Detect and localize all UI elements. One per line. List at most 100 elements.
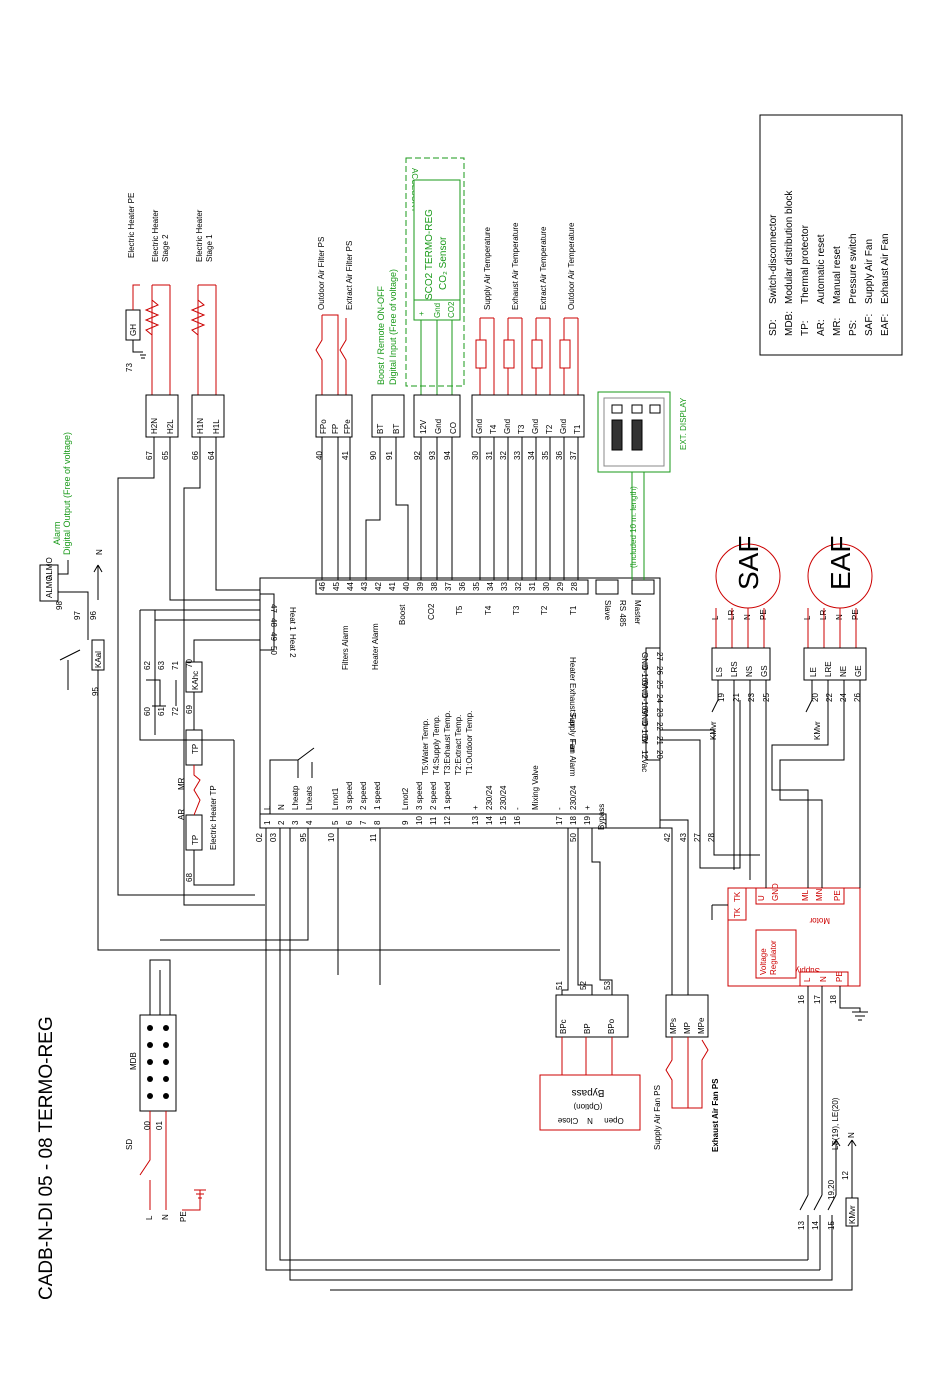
svg-text:38: 38 bbox=[430, 582, 439, 591]
svg-text:32: 32 bbox=[499, 451, 508, 460]
svg-text:T3: T3 bbox=[512, 605, 521, 615]
svg-text:49: 49 bbox=[269, 632, 278, 641]
svg-text:Bypass: Bypass bbox=[572, 1087, 605, 1098]
controller-box bbox=[259, 577, 661, 829]
svg-text:T1: T1 bbox=[573, 424, 582, 434]
svg-text:N: N bbox=[587, 1116, 593, 1125]
temperature-sensors: Supply Air Temperature Exhaust Air Tempe… bbox=[471, 222, 585, 580]
svg-text:-: - bbox=[555, 807, 564, 810]
svg-text:90: 90 bbox=[369, 451, 378, 460]
svg-text:-: - bbox=[513, 807, 522, 810]
svg-text:Digital Input (Free of voltage: Digital Input (Free of voltage) bbox=[388, 269, 398, 385]
svg-text:30: 30 bbox=[471, 451, 480, 460]
controller-bottom-labels: L N Lheatp Lheats Lmot1 3 speed 2 speed … bbox=[263, 765, 606, 830]
eaf-fan: EAF L LR N PE LE LRE NE GE 20 22 24 26 K… bbox=[771, 536, 873, 888]
svg-text:MP: MP bbox=[683, 1022, 692, 1034]
svg-text:+: + bbox=[417, 311, 426, 316]
svg-text:L: L bbox=[263, 805, 272, 810]
svg-text:Electric Heater: Electric Heater bbox=[195, 209, 204, 262]
svg-text:01: 01 bbox=[155, 1121, 164, 1130]
svg-text:LRS: LRS bbox=[730, 661, 739, 677]
svg-text:N: N bbox=[95, 549, 104, 555]
svg-text:CO2: CO2 bbox=[447, 301, 456, 318]
svg-text:63: 63 bbox=[157, 661, 166, 670]
legend-text: Supply Air Fan bbox=[864, 239, 875, 304]
svg-text:41: 41 bbox=[388, 582, 397, 591]
svg-text:KAhc: KAhc bbox=[191, 671, 200, 690]
svg-text:12: 12 bbox=[443, 816, 452, 825]
legend-abbr: SD: bbox=[768, 319, 779, 336]
svg-text:Exhaust Air Temperature: Exhaust Air Temperature bbox=[511, 222, 520, 310]
svg-text:17: 17 bbox=[813, 995, 822, 1004]
legend-abbr: PS: bbox=[848, 320, 859, 336]
svg-text:KAal: KAal bbox=[94, 651, 103, 668]
svg-text:4: 4 bbox=[305, 820, 314, 825]
svg-text:ML: ML bbox=[801, 889, 810, 901]
co2-sensor: ACCESORY SCO2 TERMO-REG CO₂ Sensor + Gnd… bbox=[405, 157, 465, 580]
svg-text:3 speed: 3 speed bbox=[345, 782, 354, 810]
svg-text:MN: MN bbox=[815, 888, 824, 901]
svg-text:1: 1 bbox=[263, 820, 272, 825]
ext-display: EXT. DISPLAY (Included 10 m. length) bbox=[597, 391, 688, 580]
svg-text:PE: PE bbox=[179, 1211, 188, 1222]
svg-text:Heater Alarm: Heater Alarm bbox=[371, 623, 380, 670]
svg-text:16: 16 bbox=[513, 816, 522, 825]
svg-text:CO2: CO2 bbox=[427, 603, 436, 620]
saf-fan: SAF L LR N PE LS LRS NS GS 19 21 23 25 K… bbox=[709, 536, 781, 888]
svg-text:45: 45 bbox=[332, 582, 341, 591]
svg-text:Lheatp: Lheatp bbox=[291, 785, 300, 810]
svg-text:TP: TP bbox=[191, 835, 200, 845]
svg-text:26: 26 bbox=[853, 693, 862, 702]
svg-text:28: 28 bbox=[707, 833, 716, 842]
svg-text:Lmot1: Lmot1 bbox=[331, 787, 340, 810]
svg-text:N: N bbox=[847, 1132, 856, 1138]
svg-text:LRE: LRE bbox=[824, 661, 833, 677]
svg-text:27: 27 bbox=[693, 833, 702, 842]
svg-text:Digital Output (Free of voltag: Digital Output (Free of voltage) bbox=[62, 432, 72, 555]
svg-text:36: 36 bbox=[458, 582, 467, 591]
svg-text:MR: MR bbox=[177, 777, 186, 790]
svg-text:29: 29 bbox=[556, 582, 565, 591]
svg-text:Fan Alarm: Fan Alarm bbox=[568, 740, 577, 777]
svg-text:12Vac: 12Vac bbox=[640, 750, 649, 772]
svg-text:48: 48 bbox=[269, 618, 278, 627]
svg-text:Mixing Valve: Mixing Valve bbox=[531, 765, 540, 810]
svg-text:2 speed: 2 speed bbox=[359, 782, 368, 810]
svg-text:MPe: MPe bbox=[697, 1017, 706, 1034]
svg-text:21: 21 bbox=[655, 736, 664, 745]
svg-text:34: 34 bbox=[486, 582, 495, 591]
legend-text: Manual reset bbox=[832, 246, 843, 304]
svg-text:Extract Air Temperature: Extract Air Temperature bbox=[539, 226, 548, 310]
svg-text:230/24: 230/24 bbox=[499, 785, 508, 810]
svg-text:34: 34 bbox=[527, 451, 536, 460]
svg-text:Slave: Slave bbox=[603, 600, 612, 621]
svg-text:Filters Alarm: Filters Alarm bbox=[341, 625, 350, 670]
svg-text:37: 37 bbox=[569, 451, 578, 460]
svg-text:N: N bbox=[161, 1214, 170, 1220]
svg-text:73: 73 bbox=[125, 363, 134, 372]
svg-text:1 speed: 1 speed bbox=[443, 782, 452, 810]
heat2-label: Heat 2 bbox=[288, 634, 297, 658]
svg-text:MPs: MPs bbox=[669, 1018, 678, 1034]
svg-text:72: 72 bbox=[171, 707, 180, 716]
svg-text:39: 39 bbox=[416, 582, 425, 591]
svg-text:18: 18 bbox=[569, 816, 578, 825]
svg-text:Extract Air Filter PS: Extract Air Filter PS bbox=[345, 241, 354, 310]
heater-tp: TP TP MR AR Electric Heater TP KAhc 60 6… bbox=[139, 609, 260, 886]
svg-text:Gnd: Gnd bbox=[559, 419, 568, 434]
svg-text:7: 7 bbox=[359, 820, 368, 825]
motor-regulator: Voltage Regulator Supply Motor L N PE U … bbox=[711, 883, 868, 1195]
svg-text:ALMO: ALMO bbox=[45, 575, 54, 598]
svg-text:0-10V: 0-10V bbox=[640, 722, 649, 744]
svg-text:SCO2 TERMO-REG: SCO2 TERMO-REG bbox=[424, 209, 435, 300]
svg-text:9: 9 bbox=[401, 820, 410, 825]
bottom-right-switches: 13 14 15 12 19,20 LS(19), LE(20) N KMvr bbox=[289, 828, 859, 1291]
svg-text:H2L: H2L bbox=[166, 419, 175, 434]
fan-ps-block: MPs MP MPe Supply Air Fan PS Exhaust Air… bbox=[653, 994, 720, 1152]
svg-text:1 speed: 1 speed bbox=[373, 782, 382, 810]
svg-text:L: L bbox=[145, 1215, 154, 1220]
svg-text:CO: CO bbox=[449, 422, 458, 434]
diagram-title: CADB-N-DI 05 - 08 TERMO-REG bbox=[36, 1016, 57, 1300]
svg-text:Electric Heater TP: Electric Heater TP bbox=[209, 785, 218, 850]
svg-text:23: 23 bbox=[655, 708, 664, 717]
